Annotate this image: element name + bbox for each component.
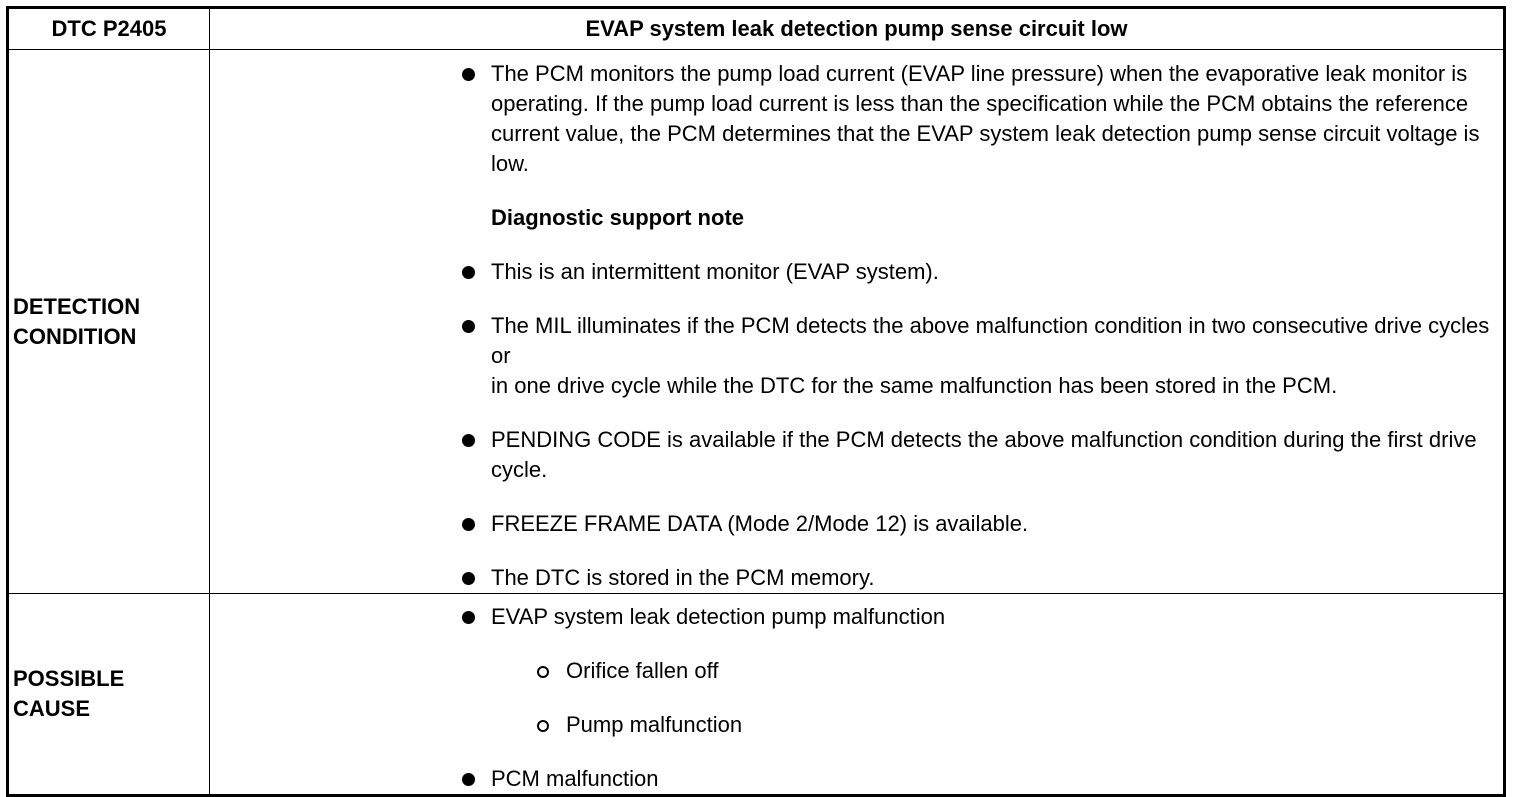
detection-item-6: The DTC is stored in the PCM memory. [210,563,1503,593]
detection-item-2: This is an intermittent monitor (EVAP sy… [210,257,1503,287]
detection-content-cell: The PCM monitors the pump load current (… [209,49,1506,594]
dtc-code-cell: DTC P2405 [6,6,210,50]
dtc-title: EVAP system leak detection pump sense ci… [585,16,1128,41]
detection-label-cell: DETECTION CONDITION [6,49,210,594]
detection-label-line1: DETECTION [13,293,141,319]
cause-label-cell: POSSIBLE CAUSE [6,593,210,797]
dtc-table: DTC P2405 EVAP system leak detection pum… [6,6,1506,797]
header-row: DTC P2405 EVAP system leak detection pum… [6,6,1506,50]
detection-item-5: FREEZE FRAME DATA (Mode 2/Mode 12) is av… [210,509,1503,539]
detection-label-line2: CONDITION [13,323,137,349]
cause-subitem-2: Pump malfunction [210,710,1503,740]
dtc-page: DTC P2405 EVAP system leak detection pum… [6,6,1506,797]
detection-item-4: PENDING CODE is available if the PCM det… [210,425,1503,485]
diagnostic-support-note-title: Diagnostic support note [491,205,744,230]
hollow-bullet-icon [537,666,549,678]
bullet-icon [462,572,475,585]
bullet-icon [462,773,475,786]
dtc-title-cell: EVAP system leak detection pump sense ci… [209,6,1506,50]
cause-subitem-1: Orifice fallen off [210,656,1503,686]
cause-label-line2: CAUSE [13,696,91,721]
cause-row: POSSIBLE CAUSE EVAP system leak detectio… [6,593,1506,797]
bullet-icon [462,320,475,333]
detection-row: DETECTION CONDITION The PCM monitors the… [6,49,1506,594]
cause-item-2: PCM malfunction [210,764,1503,794]
bullet-icon [462,68,475,81]
bullet-icon [462,518,475,531]
bullet-icon [462,266,475,279]
detection-item-1: The PCM monitors the pump load current (… [210,59,1503,179]
bullet-icon [462,434,475,447]
bullet-icon [462,611,475,624]
cause-label-line1: POSSIBLE [13,666,125,691]
cause-item-1: EVAP system leak detection pump malfunct… [210,602,1503,632]
dtc-code: DTC P2405 [51,16,167,41]
hollow-bullet-icon [537,720,549,732]
cause-content-cell: EVAP system leak detection pump malfunct… [209,593,1506,797]
detection-item-3: The MIL illuminates if the PCM detects t… [210,311,1503,401]
